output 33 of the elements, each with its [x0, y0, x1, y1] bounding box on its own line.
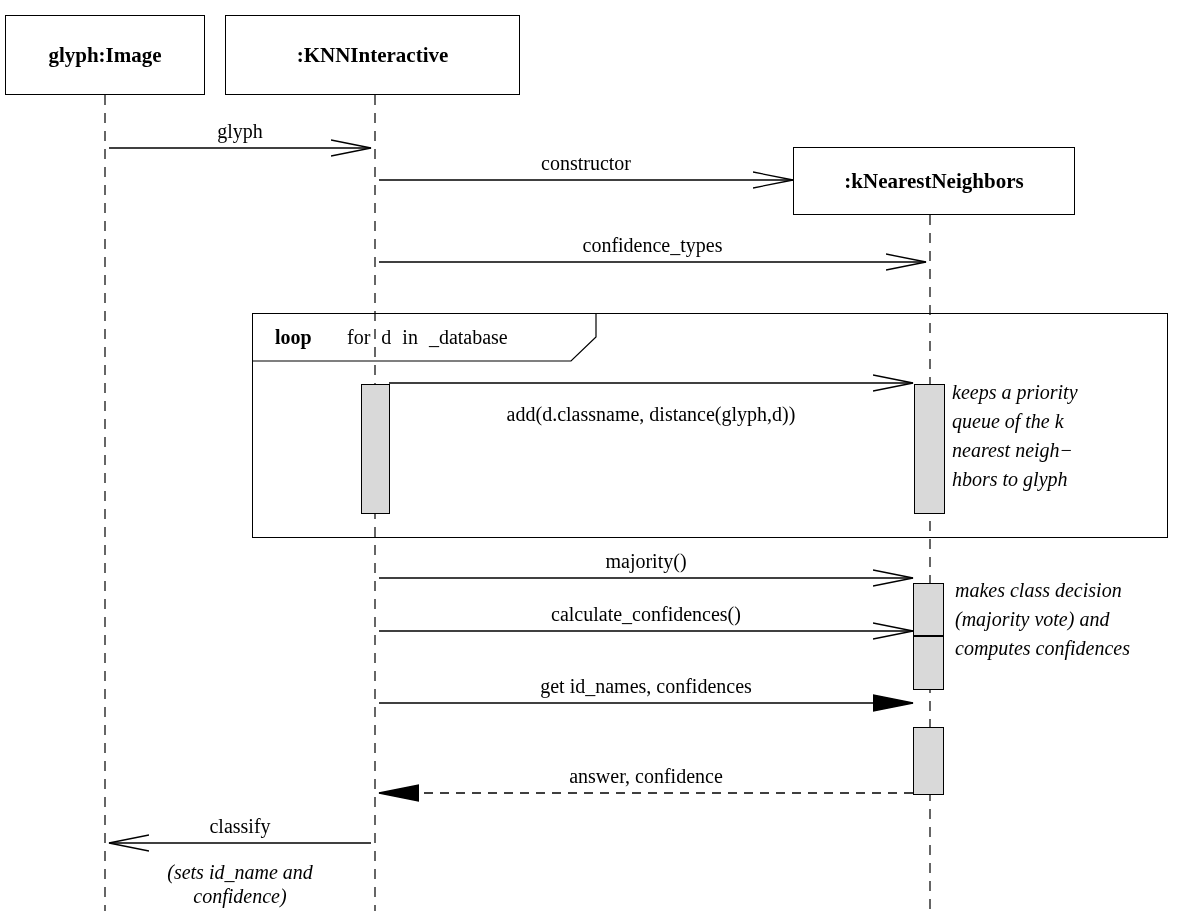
- lifeline: [101, 95, 109, 911]
- activation-bar: [914, 384, 945, 514]
- message-label: constructor: [541, 152, 631, 174]
- message-label: confidence_types: [582, 234, 723, 256]
- message-arrow: [388, 374, 914, 392]
- message-label: answer, confidence: [569, 765, 723, 787]
- frame-keyword: loop: [275, 326, 312, 349]
- message-arrow: [378, 253, 927, 271]
- object-box: glyph:Image: [5, 15, 205, 95]
- object-box: :KNNInteractive: [225, 15, 520, 95]
- message-arrow: [108, 139, 372, 157]
- message-arrow: [378, 694, 914, 712]
- message-arrow: [378, 569, 914, 587]
- message-label: get id_names, confidences: [540, 675, 752, 697]
- note-text: keeps a priority queue of the k nearest neigh− hbors to glyph: [952, 380, 1079, 493]
- message-arrow: [378, 622, 914, 640]
- loop-frame: [252, 313, 1168, 538]
- activation-bar: [361, 384, 390, 514]
- loop-condition: for d in _database: [347, 326, 508, 349]
- note-text: (sets id_name and confidence): [166, 860, 314, 908]
- message-label: calculate_confidences(): [551, 603, 741, 625]
- activation-bar: [913, 583, 944, 636]
- message-label: add(d.classname, distance(glyph,d)): [506, 403, 796, 425]
- message-arrow: [108, 834, 372, 852]
- message-label: majority(): [605, 550, 687, 572]
- activation-bar: [913, 727, 944, 795]
- message-label: glyph: [217, 120, 263, 142]
- activation-bar: [913, 636, 944, 690]
- message-arrow: [378, 171, 794, 189]
- message-label: classify: [209, 815, 271, 837]
- return-arrow: [378, 784, 914, 802]
- object-box: :kNearestNeighbors: [793, 147, 1075, 215]
- note-text: makes class decision (majority vote) and computes confidences: [955, 578, 1131, 662]
